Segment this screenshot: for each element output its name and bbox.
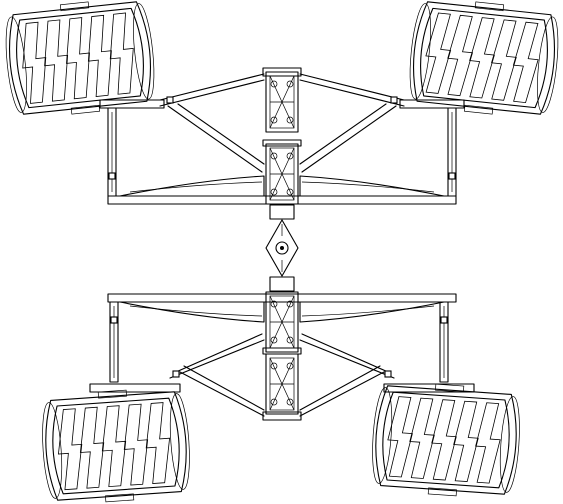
spine-truss-bottom	[265, 353, 299, 415]
spine-truss-upper	[265, 143, 299, 205]
wheel-front-right	[405, 0, 563, 121]
rear-axle-beam	[107, 293, 457, 323]
front-axle-beam	[107, 175, 457, 205]
rear-suspension	[89, 301, 475, 417]
front-suspension	[99, 73, 465, 197]
center-hitch	[265, 219, 299, 277]
central-spine	[262, 67, 302, 421]
wheel-front-left	[1, 0, 159, 121]
wheel-rear-right	[368, 379, 524, 501]
wheel-rear-left	[38, 385, 194, 504]
spine-truss-lower	[265, 291, 299, 353]
spine-truss-top	[265, 71, 299, 133]
